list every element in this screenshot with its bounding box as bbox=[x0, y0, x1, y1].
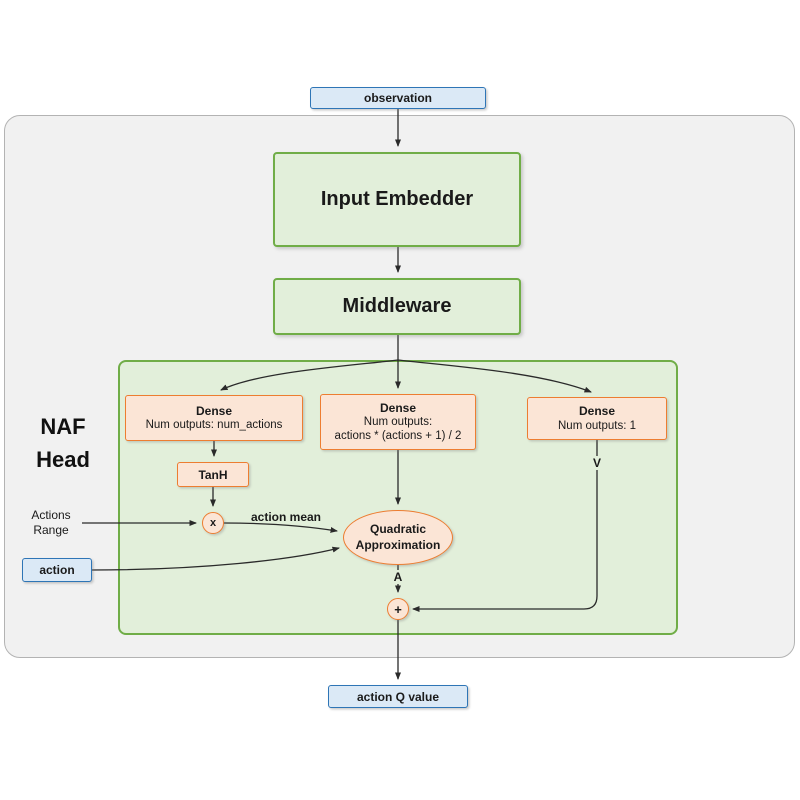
dense-actions-subtitle: Num outputs: num_actions bbox=[145, 419, 283, 432]
middleware-node: Middleware bbox=[273, 278, 521, 335]
dense-quadratic-subtitle2: actions * (actions + 1) / 2 bbox=[334, 430, 462, 443]
action-mean-edge-label: action mean bbox=[250, 510, 322, 524]
multiply-node: x bbox=[202, 512, 224, 534]
advantage-edge-label: A bbox=[390, 570, 406, 584]
quadratic-approximation-node: Quadratic Approximation bbox=[343, 510, 453, 565]
quadratic-approximation-line1: Quadratic bbox=[369, 521, 426, 536]
naf-head-label: NAF Head bbox=[22, 410, 104, 476]
quadratic-approximation-line2: Approximation bbox=[355, 537, 441, 552]
action-q-value-label: action Q value bbox=[356, 689, 440, 704]
plus-node: + bbox=[387, 598, 409, 620]
tanh-node: TanH bbox=[177, 462, 249, 487]
dense-quadratic-title: Dense bbox=[379, 400, 417, 415]
actions-range-label: Actions Range bbox=[22, 508, 80, 538]
dense-quadratic-node: Dense Num outputs: actions * (actions + … bbox=[320, 394, 476, 450]
action-label: action bbox=[39, 563, 75, 577]
tanh-label: TanH bbox=[198, 467, 228, 482]
input-embedder-node: Input Embedder bbox=[273, 152, 521, 247]
naf-head-label-line1: NAF bbox=[40, 414, 86, 439]
dense-actions-title: Dense bbox=[195, 403, 233, 418]
input-embedder-label: Input Embedder bbox=[320, 188, 474, 210]
middleware-label: Middleware bbox=[342, 295, 452, 317]
actions-range-line2: Range bbox=[33, 523, 69, 537]
value-edge-label: V bbox=[589, 456, 605, 470]
action-q-value-node: action Q value bbox=[328, 685, 468, 708]
naf-head-label-line2: Head bbox=[36, 447, 90, 472]
dense-value-subtitle: Num outputs: 1 bbox=[558, 419, 636, 432]
plus-label: + bbox=[394, 601, 402, 617]
action-node: action bbox=[22, 558, 92, 582]
dense-actions-node: Dense Num outputs: num_actions bbox=[125, 395, 303, 441]
observation-node: observation bbox=[310, 87, 486, 109]
observation-label: observation bbox=[363, 91, 432, 105]
dense-quadratic-subtitle1: Num outputs: bbox=[363, 416, 433, 429]
dense-value-title: Dense bbox=[578, 404, 616, 419]
multiply-label: x bbox=[209, 517, 217, 529]
actions-range-line1: Actions bbox=[31, 508, 71, 522]
dense-value-node: Dense Num outputs: 1 bbox=[527, 397, 667, 440]
